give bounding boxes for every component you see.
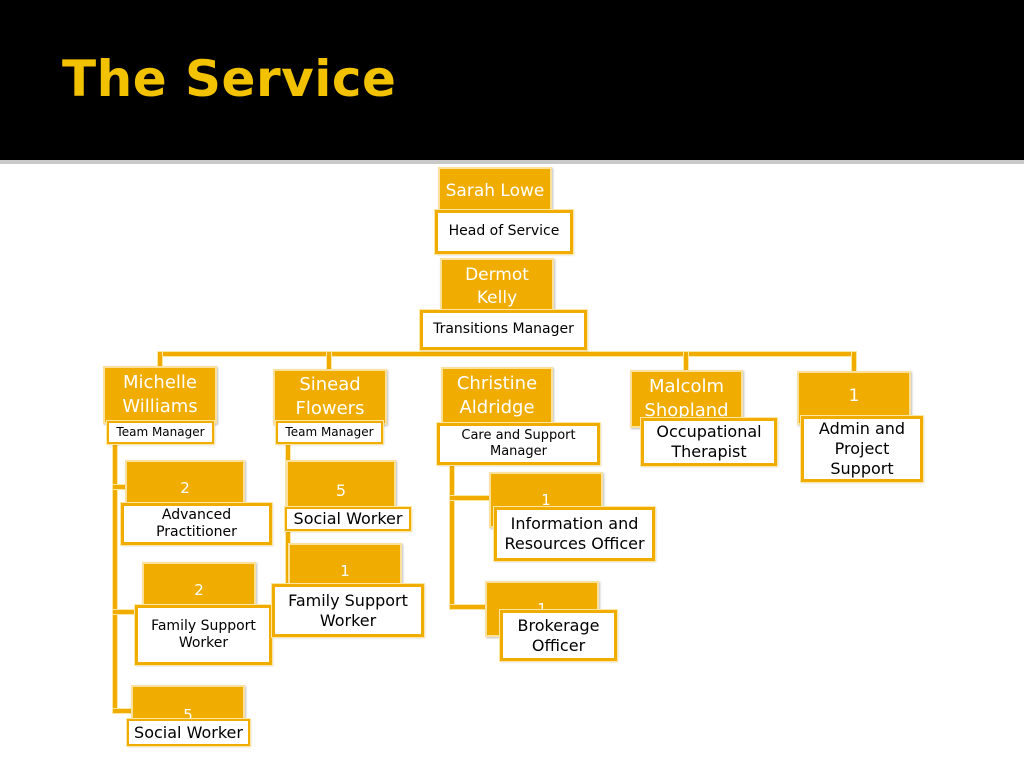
michelle-advanced-role: Advanced Practitioner bbox=[156, 506, 237, 541]
sinead-family-count: 1 bbox=[340, 562, 350, 580]
admin-project-support-title: Admin and Project Support bbox=[800, 415, 924, 483]
admin-count-text: 1 bbox=[848, 386, 860, 406]
head-of-service-title: Head of Service bbox=[434, 209, 574, 255]
connector-christine-vertical bbox=[450, 462, 454, 608]
christine-brokerage-role: Brokerage Officer bbox=[517, 615, 600, 655]
sinead-family-role: Family Support Worker bbox=[288, 590, 408, 630]
admin-role-text: Admin and Project Support bbox=[818, 419, 906, 478]
head-role-text: Head of Service bbox=[448, 223, 560, 240]
malcolm-shopland-title: Occupational Therapist bbox=[640, 417, 778, 467]
head-of-service-name: Sarah Lowe bbox=[438, 167, 552, 215]
connector-michelle-advanced bbox=[113, 485, 127, 489]
title-divider bbox=[0, 160, 1024, 164]
christine-info-title: Information and Resources Officer bbox=[493, 506, 656, 562]
sinead-flowers-title: Team Manager bbox=[275, 420, 384, 445]
christine-info-count: 1 bbox=[541, 491, 551, 509]
christine-brokerage-title: Brokerage Officer bbox=[499, 609, 618, 662]
michelle-williams-title: Team Manager bbox=[106, 420, 215, 445]
christine-info-role: Information and Resources Officer bbox=[504, 514, 645, 553]
michelle-advanced-title: Advanced Practitioner bbox=[120, 502, 273, 546]
sinead-social-count: 5 bbox=[335, 481, 347, 500]
transitions-manager-name: Dermot Kelly bbox=[440, 258, 554, 316]
michelle-social-title: Social Worker bbox=[126, 718, 251, 747]
michelle-family-role: Family Support Worker bbox=[151, 617, 256, 652]
malcolm-name-text: Malcolm Shopland bbox=[644, 375, 729, 421]
malcolm-role-text: Occupational Therapist bbox=[656, 422, 762, 461]
connector-michelle-social bbox=[113, 709, 133, 713]
slide-title: The Service bbox=[62, 50, 397, 108]
connector-michelle-vertical bbox=[113, 443, 117, 713]
connector-michelle-family bbox=[113, 610, 139, 614]
christine-aldridge-title: Care and Support Manager bbox=[436, 422, 601, 466]
sinead-family-title: Family Support Worker bbox=[271, 583, 425, 638]
connector-christine-info bbox=[450, 496, 492, 500]
connector-branch-bar bbox=[158, 352, 856, 356]
michelle-name-text: Michelle Williams bbox=[122, 371, 198, 417]
sinead-name-text: Sinead Flowers bbox=[295, 373, 365, 419]
sinead-flowers-name: Sinead Flowers bbox=[273, 369, 387, 425]
michelle-family-title: Family Support Worker bbox=[134, 604, 273, 666]
sinead-social-title: Social Worker bbox=[284, 506, 412, 532]
connector-drop-sinead bbox=[327, 352, 331, 372]
head-name-text: Sarah Lowe bbox=[445, 180, 545, 201]
michelle-williams-name: Michelle Williams bbox=[103, 366, 217, 424]
transitions-manager-title: Transitions Manager bbox=[419, 309, 588, 351]
christine-aldridge-name: Christine Aldridge bbox=[441, 367, 553, 425]
michelle-family-count: 2 bbox=[194, 581, 204, 599]
sinead-social-role: Social Worker bbox=[293, 509, 403, 528]
michelle-social-count: 5 bbox=[183, 706, 193, 724]
title-bar bbox=[0, 0, 1024, 160]
christine-brokerage-count: 1 bbox=[537, 600, 547, 618]
connector-drop-michelle bbox=[158, 352, 162, 372]
michelle-advanced-count: 2 bbox=[180, 479, 190, 497]
transitions-role-text: Transitions Manager bbox=[433, 321, 574, 338]
christine-name-text: Christine Aldridge bbox=[456, 372, 538, 418]
connector-christine-brokerage bbox=[450, 605, 488, 609]
christine-role-text: Care and Support Manager bbox=[461, 427, 576, 459]
connector-drop-admin bbox=[852, 352, 856, 372]
connector-drop-malcolm bbox=[684, 352, 688, 372]
sinead-role-text: Team Manager bbox=[285, 425, 374, 439]
transitions-name-text: Dermot Kelly bbox=[465, 265, 529, 308]
michelle-role-text: Team Manager bbox=[116, 425, 205, 439]
michelle-social-role: Social Worker bbox=[134, 722, 243, 742]
